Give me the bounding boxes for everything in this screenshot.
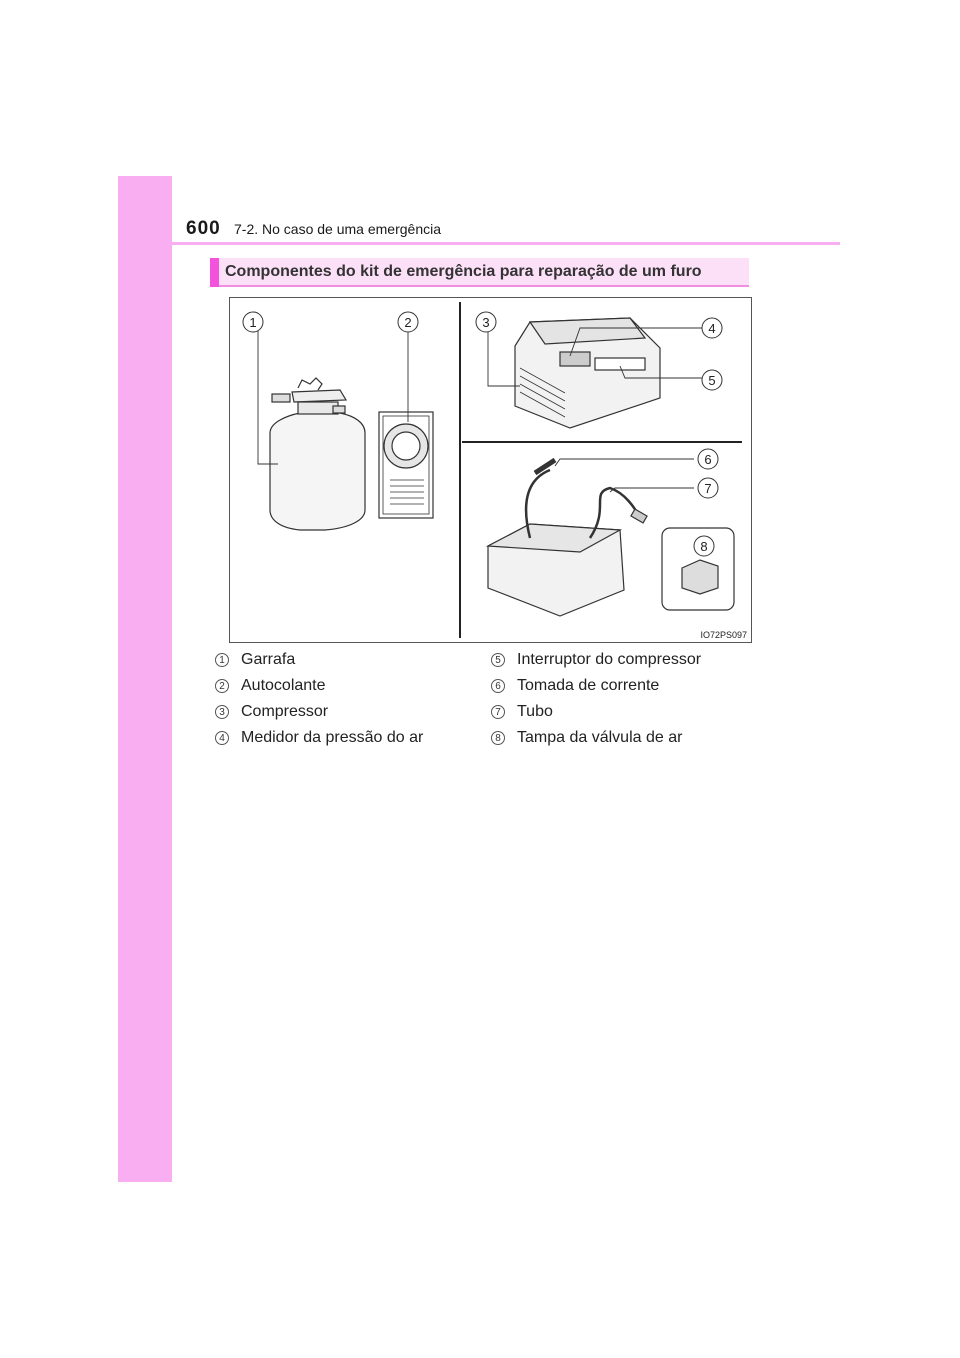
legend-label: Interruptor do compressor bbox=[517, 651, 702, 668]
legend-number: 3 bbox=[215, 705, 229, 719]
callout-1: 1 bbox=[249, 315, 256, 330]
legend-label: Medidor da pressão do ar bbox=[241, 729, 424, 746]
callout-5: 5 bbox=[708, 373, 715, 388]
legend-label: Tubo bbox=[517, 703, 553, 720]
bottle-drawing bbox=[269, 377, 366, 531]
kit-illustration: 1 2 3 4 5 6 7 8 IO72PS097 bbox=[229, 297, 752, 643]
heading-text: Componentes do kit de emergência para re… bbox=[225, 263, 702, 280]
legend-number: 8 bbox=[491, 731, 505, 745]
kit-drawing: 1 2 3 4 5 6 7 8 bbox=[242, 302, 742, 638]
legend-item: 7 Tubo bbox=[491, 703, 553, 721]
legend-item: 3 Compressor bbox=[215, 703, 328, 721]
leader-lines bbox=[257, 327, 706, 493]
header-rule bbox=[118, 242, 840, 245]
legend-item: 1 Garrafa bbox=[215, 651, 295, 669]
legend-label: Autocolante bbox=[241, 677, 326, 694]
legend-label: Garrafa bbox=[241, 651, 296, 668]
legend-number: 1 bbox=[215, 653, 229, 667]
legend-label: Tomada de corrente bbox=[517, 677, 660, 694]
page-number: 600 bbox=[186, 218, 221, 239]
section-heading: Componentes do kit de emergência para re… bbox=[210, 258, 749, 287]
legend-label: Tampa da válvula de ar bbox=[517, 729, 683, 746]
legend-number: 7 bbox=[491, 705, 505, 719]
legend-number: 6 bbox=[491, 679, 505, 693]
legend-number: 5 bbox=[491, 653, 505, 667]
callout-6: 6 bbox=[704, 452, 711, 467]
heading-accent bbox=[210, 258, 219, 287]
legend-label: Compressor bbox=[241, 703, 329, 720]
legend-item: 6 Tomada de corrente bbox=[491, 677, 659, 695]
legend-number: 2 bbox=[215, 679, 229, 693]
callout-7: 7 bbox=[704, 481, 711, 496]
callout-2: 2 bbox=[404, 315, 411, 330]
figure-code: IO72PS097 bbox=[700, 630, 747, 640]
callout-4: 4 bbox=[708, 321, 715, 336]
callout-3: 3 bbox=[482, 315, 489, 330]
legend-item: 8 Tampa da válvula de ar bbox=[491, 729, 682, 747]
legend-item: 2 Autocolante bbox=[215, 677, 326, 695]
side-color-strip bbox=[118, 176, 172, 1182]
legend-item: 4 Medidor da pressão do ar bbox=[215, 729, 423, 747]
compressor-drawing bbox=[514, 317, 661, 429]
section-title: 7-2. No caso de uma emergência bbox=[234, 221, 441, 237]
callout-8: 8 bbox=[700, 539, 707, 554]
legend-item: 5 Interruptor do compressor bbox=[491, 651, 701, 669]
legend-number: 4 bbox=[215, 731, 229, 745]
sticker-drawing bbox=[378, 411, 434, 519]
compressor-hose-drawing bbox=[485, 457, 735, 617]
callout-markers: 1 2 3 4 5 6 7 8 bbox=[242, 311, 723, 557]
